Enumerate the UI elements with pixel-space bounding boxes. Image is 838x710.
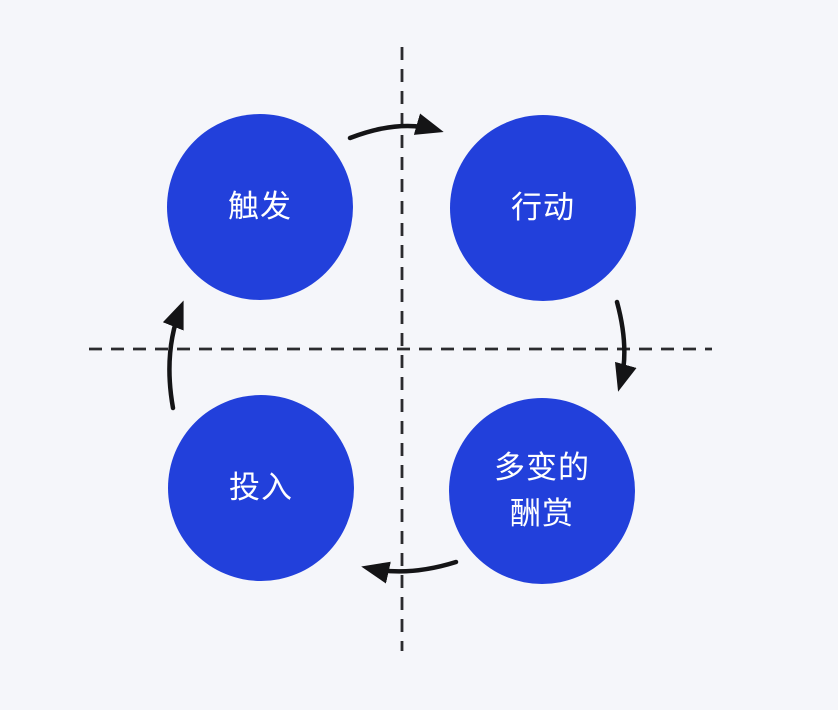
node-investment-label: 投入 [229,470,293,506]
arrow-variable-reward-to-investment [361,559,459,584]
node-variable-reward-label: 多变的 酬赏 [494,450,590,532]
node-trigger: 触发 [167,114,353,300]
arrow-investment-to-trigger [162,300,184,411]
node-investment: 投入 [168,395,354,581]
arrow-action-to-variable-reward [614,299,637,392]
arrow-trigger-to-action [347,113,444,141]
node-variable-reward: 多变的 酬赏 [449,398,635,584]
node-action: 行动 [450,115,636,301]
node-trigger-label: 触发 [228,189,292,225]
node-action-label: 行动 [511,190,575,226]
